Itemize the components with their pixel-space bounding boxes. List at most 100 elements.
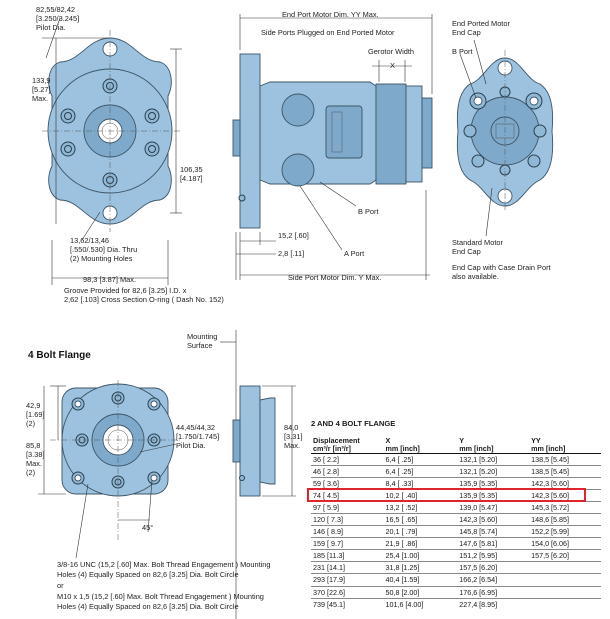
table-cell: 138,5 [5.45]: [529, 464, 601, 478]
table-cell: 159 [ 9.7]: [311, 537, 384, 550]
table-cell: 152,2 [5.99]: [529, 525, 601, 538]
table-row: 59 [ 3.6]8,4 [ .33]135,9 [5.35]142,3 [5.…: [311, 476, 601, 490]
table-row: 293 [17.9]40,4 [1.59]166,2 [6.54]: [311, 573, 601, 587]
table-cell: 31,8 [1.25]: [383, 561, 458, 574]
table-cell: 101,6 [4.00]: [383, 597, 458, 610]
a-port-side-label: A Port: [344, 249, 364, 258]
highlighted-row-box: [307, 488, 586, 503]
drain-port-label-1: End Cap with Case Drain Port: [452, 263, 551, 272]
table-cell: 145,3 [5.72]: [529, 500, 601, 514]
table-cell: [529, 573, 601, 587]
table-cell: 97 [ 5.9]: [311, 500, 384, 514]
table-cell: 46 [ 2.8]: [311, 464, 384, 478]
dim-106-label-1: 106,35: [180, 165, 203, 174]
table-cell: 25,4 [1.00]: [383, 549, 458, 562]
unc-note-5: Holes (4) Equally Spaced on 82,6 [3.25] …: [57, 602, 239, 611]
table-cell: 135,9 [5.35]: [457, 476, 530, 490]
table-cell: 739 [45.1]: [311, 597, 384, 610]
table-cell: 231 [14.1]: [311, 561, 384, 574]
table-title: 2 AND 4 BOLT FLANGE: [311, 419, 396, 428]
table-row: 231 [14.1]31,8 [1.25]157,5 [6.20]: [311, 561, 601, 574]
table-cell: 146 [ 8.9]: [311, 525, 384, 538]
unc-note-4: M10 x 1,5 (15,2 [.60] Max. Bolt Thread E…: [57, 592, 264, 601]
dim-42-label-2: [1.69]: [26, 410, 45, 419]
end-ported-cap-label-1: End Ported Motor: [452, 19, 510, 28]
table-row: 146 [ 8.9]20,1 [ .79]145,8 [5.74]152,2 […: [311, 525, 601, 538]
table-cell: 147,6 [5.81]: [457, 537, 530, 550]
table-cell: 40,4 [1.59]: [383, 573, 458, 587]
table-row: 97 [ 5.9]13,2 [ .52]139,0 [5.47]145,3 [5…: [311, 500, 601, 514]
pilot-dia-4bolt-label-3: Pilot Dia.: [176, 441, 206, 450]
table-cell: 50,8 [2.00]: [383, 585, 458, 599]
pilot-dia-4bolt-label-1: 44,45/44,32: [176, 423, 215, 432]
table-row: 739 [45.1]101,6 [4.00]227,4 [8.95]: [311, 597, 601, 610]
b-port-side-label: B Port: [358, 207, 379, 216]
mounting-surface-label-2: Surface: [187, 341, 212, 350]
standard-cap-label-1: Standard Motor: [452, 238, 503, 247]
table-cell: 154,0 [6.06]: [529, 537, 601, 550]
table-cell: 157,5 [6.20]: [529, 549, 601, 562]
end-ported-cap-label-2: End Cap: [452, 28, 481, 37]
dim-2-8-label: 2,8 [.11]: [278, 249, 304, 258]
height-133-label-1: 133,9: [32, 76, 51, 85]
height-133-label-3: Max.: [32, 94, 48, 103]
table-cell: 20,1 [ .79]: [383, 525, 458, 538]
dim-85-label-2: [3.38]: [26, 450, 45, 459]
dim-42-label-3: (2): [26, 419, 35, 428]
end-port-dim-label: End Port Motor Dim. YY Max.: [282, 10, 379, 19]
side-port-dim-label: Side Port Motor Dim. Y Max.: [288, 273, 381, 282]
table-cell: 6,4 [ .25]: [383, 452, 458, 466]
table-cell: [529, 597, 601, 610]
two-bolt-flange-front-view: [42, 17, 182, 285]
table-cell: 132,1 [5.20]: [457, 464, 530, 478]
table-cell: 21,9 [ .86]: [383, 537, 458, 550]
pilot-dia-label-2: [3.250/3.245]: [36, 14, 79, 23]
end-cap-view: [456, 39, 554, 237]
table-row: 370 [22.6]50,8 [2.00]176,6 [6.95]: [311, 585, 601, 599]
groove-label-2: 2,62 [.103] Cross Section O-ring ( Dash …: [64, 295, 224, 304]
x-mark-label: X: [390, 61, 395, 70]
table-cell: 176,6 [6.95]: [457, 585, 530, 599]
table-cell: 139,0 [5.47]: [457, 500, 530, 514]
table-cell: 142,3 [5.60]: [529, 476, 601, 490]
table-cell: 151,2 [5.95]: [457, 549, 530, 562]
table-cell: 13,2 [ .52]: [383, 500, 458, 514]
table-cell: 36 [ 2.2]: [311, 452, 384, 466]
table-row: 36 [ 2.2]6,4 [ .25]132,1 [5.20]138,5 [5.…: [311, 452, 601, 466]
table-cell: 142,3 [5.60]: [457, 512, 530, 526]
dim-85-label-3: Max.: [26, 459, 42, 468]
four-bolt-flange-front-view: [38, 380, 180, 559]
four-bolt-side-view: [232, 385, 296, 497]
groove-label-1: Groove Provided for 82,6 [3.25] I.D. x: [64, 286, 187, 295]
dim-98-label: 98,3 [3.87] Max.: [83, 275, 136, 284]
table-cell: 120 [ 7.3]: [311, 512, 384, 526]
pilot-dia-4bolt-label-2: [1.750/1.745]: [176, 432, 219, 441]
dim-42-label-1: 42,9: [26, 401, 40, 410]
table-row: 185 [11.3]25,4 [1.00]151,2 [5.95]157,5 […: [311, 549, 601, 562]
table-cell: 185 [11.3]: [311, 549, 384, 562]
dim-84-label-1: 84,0: [284, 423, 298, 432]
table-cell: 8,4 [ .33]: [383, 476, 458, 490]
height-133-label-2: [5.27]: [32, 85, 51, 94]
b-port-cap-label: B Port: [452, 47, 473, 56]
dim-15-label: 15,2 [.60]: [278, 231, 309, 240]
unc-note-3: or: [57, 581, 64, 590]
dim-84-label-2: [3.31]: [284, 432, 303, 441]
dim-84-label-3: Max.: [284, 441, 300, 450]
table-cell: 6,4 [ .25]: [383, 464, 458, 478]
table-cell: [529, 585, 601, 599]
mount-holes-label-3: (2) Mounting Holes: [70, 254, 133, 263]
table-cell: 157,5 [6.20]: [457, 561, 530, 574]
unc-note-1: 3/8-16 UNC (15,2 [.60] Max. Bolt Thread …: [57, 560, 270, 569]
mount-holes-label-1: 13,62/13,46: [70, 236, 109, 245]
table-cell: 148,6 [5.85]: [529, 512, 601, 526]
pilot-dia-label-1: 82,55/82,42: [36, 5, 75, 14]
motor-side-view: [220, 14, 433, 619]
table-cell: 145,8 [5.74]: [457, 525, 530, 538]
table-cell: 16,5 [ .65]: [383, 512, 458, 526]
